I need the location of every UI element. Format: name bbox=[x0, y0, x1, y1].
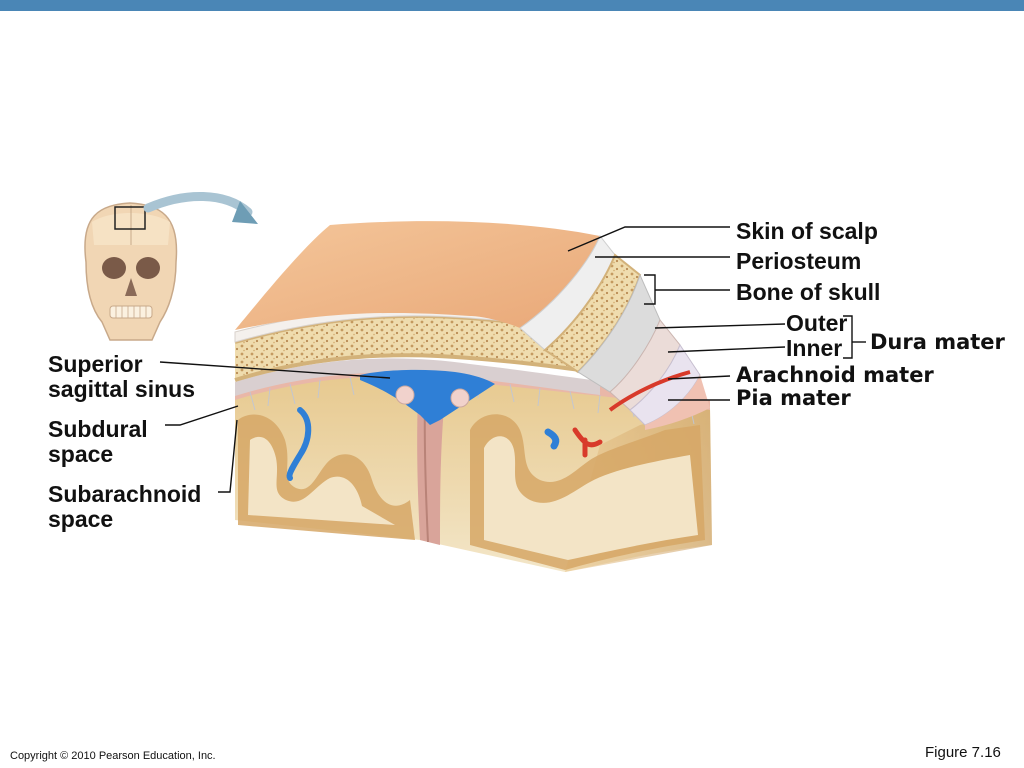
label-subarachnoid-space-line1: Subarachnoid bbox=[48, 481, 202, 507]
label-bone-of-skull: Bone of skull bbox=[736, 279, 881, 305]
label-subdural-space-line2: space bbox=[48, 441, 114, 467]
label-dura-mater: Dura mater bbox=[870, 330, 1005, 354]
pia-mater-layer bbox=[235, 366, 710, 410]
skin-of-scalp-layer bbox=[235, 221, 600, 330]
footer-figure-number: Figure 7.16 bbox=[925, 744, 1001, 761]
bone-of-skull-layer bbox=[235, 315, 580, 380]
label-skin-of-scalp: Skin of scalp bbox=[736, 218, 878, 244]
label-subdural-space-line1: Subdural bbox=[48, 416, 148, 442]
layer-steps bbox=[519, 235, 710, 430]
skull-icon bbox=[84, 202, 178, 341]
superior-sagittal-sinus bbox=[360, 369, 495, 425]
footer-copyright: Copyright © 2010 Pearson Education, Inc. bbox=[10, 750, 216, 762]
label-pia-mater: Pia mater bbox=[736, 386, 851, 410]
label-inner: Inner bbox=[786, 335, 843, 361]
header-bar bbox=[0, 0, 1024, 11]
arrow-head-icon bbox=[232, 201, 258, 224]
label-periosteum: Periosteum bbox=[736, 248, 862, 274]
label-superior-sagittal-sinus-line1: Superior bbox=[48, 351, 143, 377]
label-subarachnoid-space-line2: space bbox=[48, 506, 114, 532]
dura-mater-layer bbox=[235, 358, 600, 396]
arrow-icon bbox=[143, 191, 253, 217]
label-arachnoid-mater: Arachnoid mater bbox=[736, 363, 934, 387]
leader-lines bbox=[159, 226, 866, 493]
label-superior-sagittal-sinus-line2: sagittal sinus bbox=[48, 376, 195, 402]
label-outer: Outer bbox=[786, 310, 848, 336]
brain-tissue-block bbox=[235, 374, 712, 572]
